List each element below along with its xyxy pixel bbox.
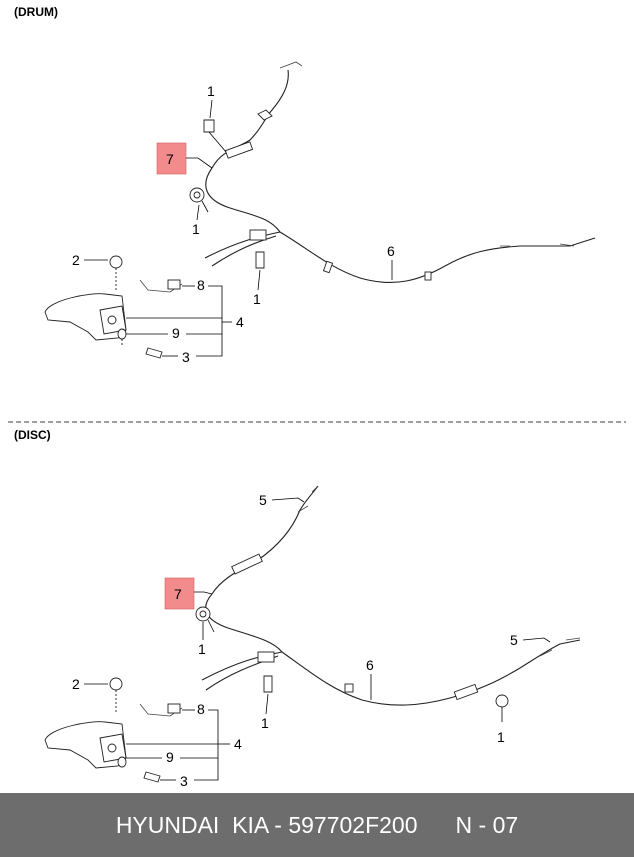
drum-callout-9: 9 — [172, 325, 180, 341]
disc-cable-sleeve — [231, 553, 263, 575]
disc-assembly — [44, 485, 581, 783]
drum-callout-1-bottom: 1 — [253, 291, 261, 307]
drum-section-label: (DRUM) — [14, 5, 58, 19]
disc-cable-7 — [205, 593, 283, 653]
disc-cable-6 — [281, 639, 581, 706]
footer-part-number: HYUNDAI KIA - 597702F200 — [115, 811, 418, 838]
drum-callout-2: 2 — [72, 252, 80, 268]
disc-callout-1-right: 1 — [497, 729, 505, 745]
drum-cable-sleeve — [224, 141, 254, 159]
disc-callout-1-mid: 1 — [261, 715, 269, 731]
drum-callout-6: 6 — [387, 243, 395, 259]
disc-callout-6: 6 — [366, 657, 374, 673]
disc-callout-5-top: 5 — [259, 492, 267, 508]
disc-callout-5-right: 5 — [510, 632, 518, 648]
drum-callouts: 7 1 1 1 2 6 8 9 3 — [72, 83, 395, 365]
drum-callout-7-box — [156, 142, 187, 175]
disc-callout-7-box — [164, 577, 195, 610]
drum-cable-6 — [279, 231, 596, 284]
disc-callouts: 7 5 5 1 1 1 2 6 8 9 3 — [72, 492, 551, 789]
disc-cable-upper — [211, 485, 319, 595]
disc-callout-3: 3 — [180, 773, 188, 789]
drum-callout-1-top: 1 — [207, 83, 215, 99]
drum-callout-8: 8 — [197, 277, 205, 293]
drum-cable-7 — [205, 167, 281, 233]
drum-cable-upper — [211, 69, 289, 169]
drum-assembly — [44, 61, 596, 359]
disc-callout-9: 9 — [166, 749, 174, 765]
disc-callout-8: 8 — [197, 701, 205, 717]
disc-callout-2: 2 — [72, 676, 80, 692]
footer-page-code: N - 07 — [455, 811, 519, 838]
drum-callout-4: 4 — [236, 314, 244, 330]
disc-section-label: (DISC) — [14, 428, 51, 442]
drum-callout-7: 7 — [166, 151, 174, 167]
drum-callout-3: 3 — [182, 349, 190, 365]
disc-callout-7: 7 — [174, 586, 182, 602]
disc-callout-1-left: 1 — [198, 641, 206, 657]
disc-callout-4: 4 — [234, 736, 242, 752]
drum-callout-1-mid: 1 — [192, 221, 200, 237]
footer-bar: HYUNDAI KIA - 597702F200 N - 07 — [0, 793, 634, 857]
